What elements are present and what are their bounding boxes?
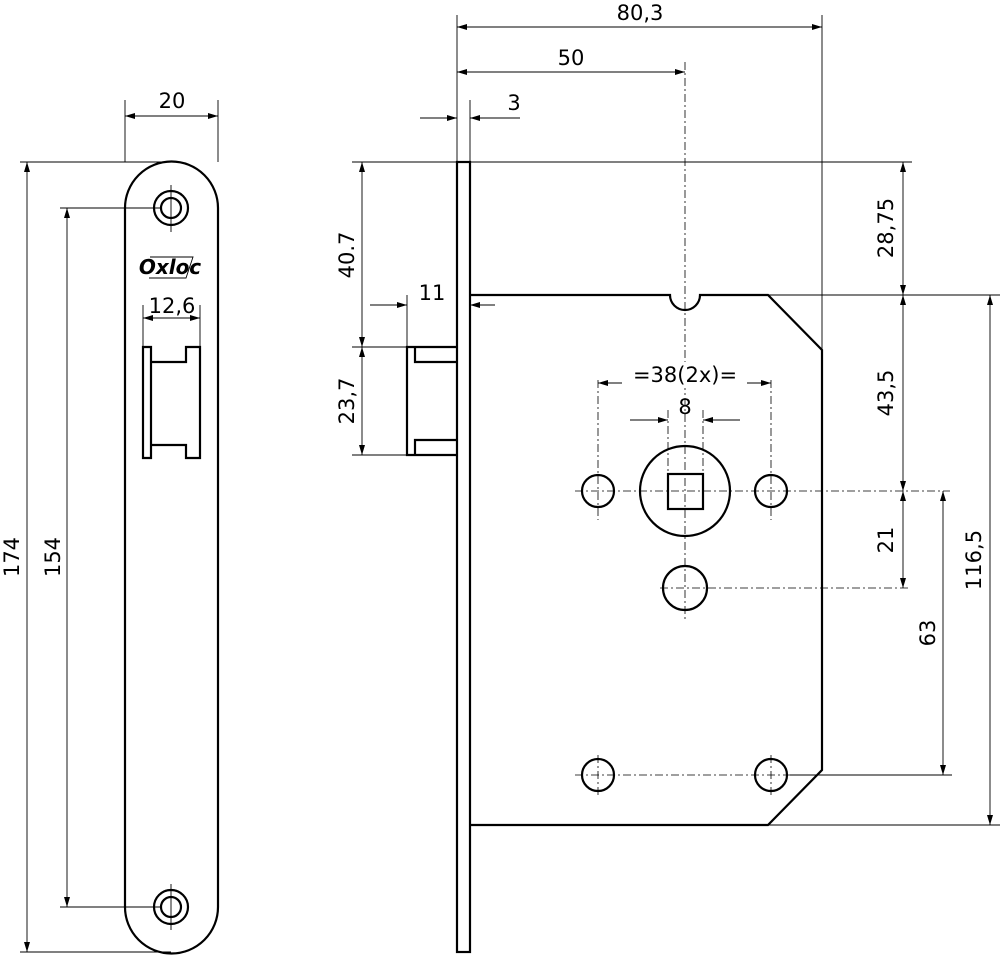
dim-plate-thickness: 3 <box>507 91 520 115</box>
dim-latch-slot-width: 12,6 <box>149 294 196 318</box>
faceplate-front-view: Oxloc 20 12,6 174 154 <box>0 89 220 955</box>
dim-follower-square: 8 <box>678 395 691 419</box>
dim-backset: 50 <box>558 46 585 70</box>
svg-text:Oxloc: Oxloc <box>139 255 201 279</box>
dim-body-to-follower: 43,5 <box>874 370 898 417</box>
dim-body-height: 116,5 <box>962 530 986 590</box>
dim-latch-projection: 11 <box>419 281 446 305</box>
cylinder-hole <box>661 564 709 612</box>
dim-latch-height: 23,7 <box>335 378 359 425</box>
dim-faceplate-height: 174 <box>0 537 24 577</box>
dim-top-to-latch: 40.7 <box>335 232 359 279</box>
fixing-holes <box>580 473 789 793</box>
front-plate <box>455 160 472 954</box>
dim-follower-to-cylinder: 21 <box>874 527 898 554</box>
dim-top-to-body: 28,75 <box>874 198 898 258</box>
dim-follower-to-lower-holes: 63 <box>916 620 940 647</box>
lock-case <box>470 293 824 827</box>
latch-bolt <box>405 345 457 457</box>
latch-slot <box>141 345 202 460</box>
dim-overall-depth: 80,3 <box>617 1 664 25</box>
brand-logo: Oxloc <box>139 255 201 279</box>
dim-fixing-hole-spacing: =38(2x)= <box>633 363 737 387</box>
dim-faceplate-width: 20 <box>159 89 186 113</box>
screw-hole-top <box>152 185 190 232</box>
lock-body-side-view: 80,3 50 3 11 =38(2x)= 8 40.7 23,7 28,75 … <box>335 1 1000 954</box>
dim-screw-spacing: 154 <box>41 537 65 577</box>
